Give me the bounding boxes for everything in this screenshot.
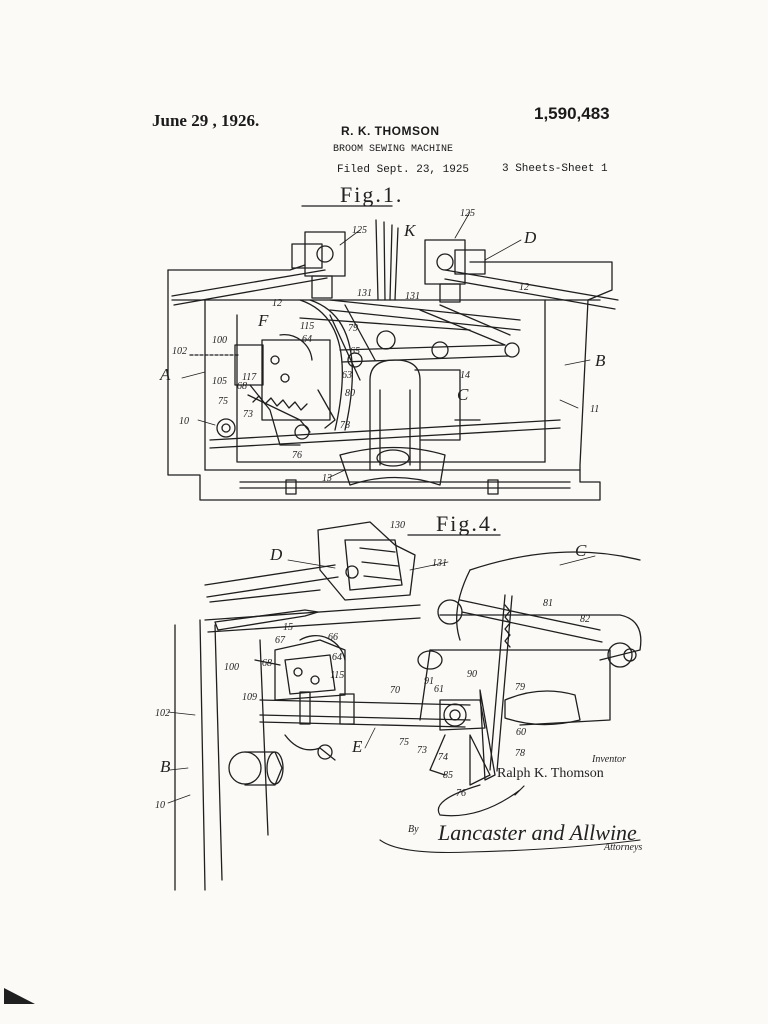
fig4-label: 76 bbox=[456, 788, 466, 799]
fig4-label: 68 bbox=[262, 658, 272, 669]
fig4-label: 74 bbox=[438, 752, 448, 763]
fig4-bar bbox=[204, 564, 339, 603]
fig4-label: 73 bbox=[417, 745, 427, 756]
filed-date: Filed Sept. 23, 1925 bbox=[337, 164, 470, 176]
fig4-label: E bbox=[351, 737, 363, 756]
fig1-label: 76 bbox=[292, 450, 302, 461]
fig4-label: 67 bbox=[275, 635, 286, 646]
corner-mark bbox=[4, 988, 35, 1004]
fig4-label: 91 bbox=[424, 676, 434, 687]
figure-1: Fig.1. bbox=[159, 182, 619, 501]
fig4-label: 70 bbox=[390, 685, 400, 696]
by-caption: By bbox=[408, 824, 419, 835]
fig1-frame bbox=[167, 261, 613, 501]
fig4-label: 81 bbox=[543, 598, 553, 609]
fig4-label: 100 bbox=[224, 662, 239, 673]
fig1-label: 117 bbox=[242, 372, 257, 383]
fig1-label: 131 bbox=[405, 291, 420, 302]
fig4-label: 130 bbox=[390, 520, 405, 531]
fig1-linkage bbox=[299, 299, 520, 431]
fig1-label: 100 bbox=[212, 335, 227, 346]
fig1-label: 105 bbox=[212, 376, 227, 387]
fig1-label: 131 bbox=[357, 288, 372, 299]
fig1-label: A bbox=[159, 365, 171, 384]
fig1-label: 68 bbox=[237, 381, 247, 392]
fig4-leader-lines bbox=[167, 555, 596, 804]
fig4-rod bbox=[479, 594, 513, 781]
fig4-label: 61 bbox=[434, 684, 444, 695]
fig4-label: 15 bbox=[283, 622, 293, 633]
fig1-label: 73 bbox=[243, 409, 253, 420]
fig1-label: 12 bbox=[272, 298, 282, 309]
fig4-shaft bbox=[259, 691, 491, 786]
fig1-left-mechanism bbox=[189, 334, 336, 446]
fig4-left-mechanism bbox=[254, 635, 346, 701]
inventor-heading: R. K. THOMSON bbox=[341, 124, 440, 138]
attorney-signature: Lancaster and Allwine bbox=[437, 820, 637, 845]
fig4-label: 102 bbox=[155, 708, 170, 719]
fig4-head bbox=[317, 521, 416, 601]
fig4-label: 85 bbox=[443, 770, 453, 781]
fig1-leader-lines bbox=[181, 211, 591, 479]
inventor-caption: Inventor bbox=[591, 754, 626, 765]
fig1-label: 79 bbox=[348, 323, 358, 334]
fig4-broom-head bbox=[417, 551, 642, 726]
fig4-label: 82 bbox=[580, 614, 590, 625]
sheet-info: 3 Sheets-Sheet 1 bbox=[502, 163, 608, 175]
patent-number: 1,590,483 bbox=[534, 104, 610, 123]
inventor-name: Ralph K. Thomson bbox=[497, 766, 604, 781]
fig4-label: 10 bbox=[155, 800, 165, 811]
fig4-label: C bbox=[575, 541, 587, 560]
fig4-needle bbox=[214, 609, 319, 631]
fig1-label: 75 bbox=[218, 396, 228, 407]
fig1-label: 80 bbox=[345, 388, 355, 399]
fig4-label: 79 bbox=[515, 682, 525, 693]
fig4-labels: 130 131 D C 15 81 82 67 66 68 64 100 115… bbox=[155, 520, 590, 811]
fig1-label: 11 bbox=[590, 404, 599, 415]
fig1-label: 12 bbox=[519, 282, 529, 293]
fig1-label: 102 bbox=[172, 346, 187, 357]
fig1-label: 64 bbox=[302, 334, 312, 345]
signature-block: Inventor Ralph K. Thomson By Lancaster a… bbox=[379, 754, 642, 854]
fig4-label: 60 bbox=[516, 727, 526, 738]
patent-date: June 29 , 1926. bbox=[152, 111, 260, 130]
fig1-labels: 125 K 125 D 12 12 131 131 F 115 79 64 10… bbox=[159, 208, 606, 484]
fig4-label: 66 bbox=[328, 632, 338, 643]
fig1-label: 14 bbox=[460, 370, 470, 381]
fig1-label: 10 bbox=[179, 416, 189, 427]
fig4-title: Fig.4. bbox=[436, 511, 499, 536]
fig1-label: K bbox=[403, 221, 417, 240]
fig1-heads bbox=[291, 219, 486, 303]
fig1-title: Fig.1. bbox=[340, 182, 403, 207]
fig1-bars bbox=[171, 269, 619, 331]
fig1-label: B bbox=[595, 351, 606, 370]
fig1-label: C bbox=[457, 385, 469, 404]
fig1-label: 63 bbox=[342, 370, 352, 381]
fig1-label: 65 bbox=[350, 346, 360, 357]
attorney-flourish bbox=[379, 839, 641, 854]
fig1-label: 78 bbox=[340, 420, 350, 431]
fig4-label: D bbox=[269, 545, 283, 564]
attorney-caption: Attorneys bbox=[603, 842, 642, 853]
patent-title: BROOM SEWING MACHINE bbox=[333, 144, 454, 155]
fig4-label: 64 bbox=[332, 652, 342, 663]
fig1-label: 125 bbox=[460, 208, 475, 219]
fig1-label: 13 bbox=[322, 473, 332, 484]
fig4-label: B bbox=[160, 757, 171, 776]
fig4-frame bbox=[174, 604, 421, 891]
inventor-flourish bbox=[437, 784, 525, 817]
fig4-label: 109 bbox=[242, 692, 257, 703]
fig1-label: F bbox=[257, 311, 269, 330]
fig4-label: 90 bbox=[467, 669, 477, 680]
fig1-label: D bbox=[523, 228, 537, 247]
fig4-label: 115 bbox=[330, 670, 344, 681]
figure-4: Fig.4. bbox=[155, 511, 642, 891]
fig4-label: 78 bbox=[515, 748, 525, 759]
fig1-broom-holder bbox=[339, 359, 481, 486]
fig4-label: 75 bbox=[399, 737, 409, 748]
fig1-label: 115 bbox=[300, 321, 314, 332]
